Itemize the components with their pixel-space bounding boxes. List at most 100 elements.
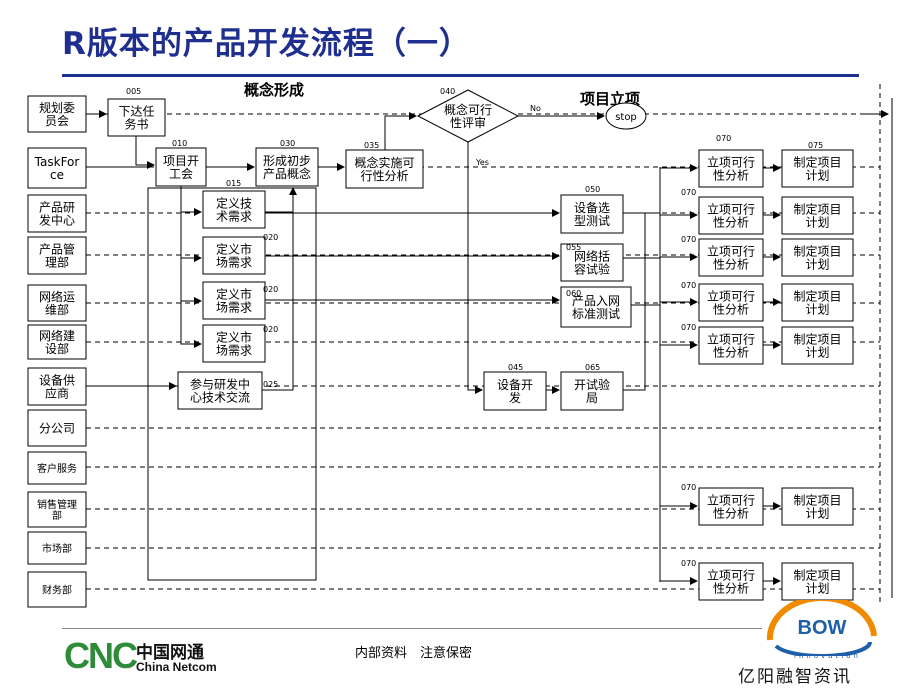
feasibility-box-1-label: 立项可行	[707, 201, 755, 216]
step-020-4-label: 定义市	[216, 286, 252, 301]
step-code-10: 050	[585, 185, 600, 194]
feasibility-box-2-label: 性分析	[713, 258, 749, 272]
lane-label-0-label: 员会	[45, 114, 69, 128]
feasibility-box-4-label: 立项可行	[707, 331, 755, 346]
conn-040-045	[467, 142, 483, 394]
page-title: R版本的产品开发流程（一）	[62, 26, 471, 62]
plan-box-4-label: 计划	[805, 346, 829, 360]
lane-label-8-label: 客户服务	[37, 462, 77, 475]
step-055-11-label: 网络括	[574, 248, 610, 263]
plan-box-2-label: 计划	[805, 258, 829, 272]
bow-logo-mark: BOW	[798, 617, 847, 639]
step-005-0	[107, 98, 166, 137]
plan-box-0	[781, 149, 854, 188]
cnc-logo-cn: 中国网通	[136, 643, 204, 663]
step-code-11: 055	[566, 243, 581, 252]
feasibility-code-3: 070	[681, 281, 696, 290]
decision-040	[416, 89, 520, 143]
step-020-5-label: 定义市	[216, 329, 252, 344]
title-underline	[62, 74, 859, 77]
plan-box-1	[781, 196, 854, 235]
feasibility-box-3-label: 性分析	[713, 303, 749, 317]
lane-label-1-label: ce	[50, 168, 64, 182]
decision-yes-label: Yes	[475, 158, 489, 167]
feasibility-box-6	[698, 562, 764, 601]
step-025-6	[177, 371, 263, 410]
plan-box-1-label: 制定项目	[793, 201, 841, 216]
cnc-logo-en: China Netcom	[136, 660, 217, 674]
feasibility-box-4-label: 性分析	[713, 346, 749, 360]
plan-box-4	[781, 326, 854, 365]
conn-005-010	[135, 136, 155, 169]
concept-phase-label: 概念形成	[244, 81, 304, 99]
step-code-8: 035	[364, 141, 379, 150]
plan-box-0-label: 计划	[805, 169, 829, 183]
decision-040-label: 性评审	[450, 115, 486, 130]
bow-logo: BOW innovation 亿阳融智资讯	[734, 600, 894, 687]
footer-confidential: 内部资料 注意保密	[355, 646, 473, 661]
step-015-2-label: 定义技	[216, 195, 252, 210]
lane-label-7-label: 分公司	[39, 422, 75, 436]
step-050-10-label: 设备选	[574, 201, 610, 215]
step-code-12: 060	[566, 289, 581, 298]
feasibility-code-4: 070	[681, 323, 696, 332]
lane-label-7	[27, 409, 87, 447]
feasibility-box-2	[698, 238, 764, 277]
step-005-0-label: 下达任	[118, 104, 154, 118]
lane-label-0-label: 规划委	[39, 100, 75, 115]
lane-label-6-label: 应商	[45, 386, 69, 401]
lane-label-4	[27, 284, 87, 322]
step-code-2: 015	[226, 179, 241, 188]
plan-box-0-label: 制定项目	[793, 154, 841, 169]
step-030-7	[255, 147, 319, 187]
lane-label-5-label: 网络建	[39, 328, 75, 343]
step-020-3	[202, 236, 266, 275]
plan-box-2-label: 制定项目	[793, 243, 841, 258]
step-060-12	[560, 286, 632, 328]
step-020-3-label: 场需求	[216, 256, 252, 270]
stop-label: stop	[615, 112, 637, 123]
feasibility-box-3-label: 立项可行	[707, 288, 755, 303]
step-015-2-label: 术需求	[216, 210, 252, 224]
lane-label-10	[27, 531, 87, 565]
feasibility-code-1: 070	[681, 188, 696, 197]
decision-code: 040	[440, 87, 455, 96]
feasibility-box-1	[698, 196, 764, 235]
lane-label-2	[27, 194, 87, 233]
cnc-logo: CNC 中国网通 China Netcom	[64, 636, 264, 680]
step-020-5	[202, 324, 266, 363]
lane-label-9-label: 部	[52, 509, 62, 522]
footer-divider	[62, 628, 762, 629]
lane-label-2-label: 产品研	[39, 200, 75, 214]
lane-label-9	[27, 491, 87, 528]
feasibility-box-0-label: 立项可行	[707, 154, 755, 169]
feasibility-box-6-label: 性分析	[713, 582, 749, 596]
decision-no-label: No	[530, 104, 541, 113]
feasibility-box-5	[698, 487, 764, 526]
step-065-13	[560, 371, 624, 411]
feasibility-code-2: 070	[681, 235, 696, 244]
lane-label-10-label: 市场部	[42, 542, 72, 555]
step-060-12-label: 产品入网	[572, 294, 620, 308]
lane-label-11	[27, 571, 87, 608]
plan-code-0: 075	[808, 141, 823, 150]
step-055-11-label: 容试验	[574, 262, 610, 277]
feasibility-box-1-label: 性分析	[713, 216, 749, 230]
step-code-6: 025	[263, 380, 278, 389]
step-035-8-label: 概念实施可	[354, 155, 414, 170]
stop-terminal	[605, 102, 647, 130]
plan-box-5-label: 制定项目	[793, 492, 841, 507]
lane-label-9-label: 销售管理	[37, 498, 77, 511]
lane-label-8	[27, 451, 87, 485]
step-020-3-label: 定义市	[216, 241, 252, 256]
lane-label-1-label: TaskFor	[34, 155, 80, 169]
conn-015-030	[265, 187, 297, 213]
step-065-13-label: 开试验	[574, 377, 610, 392]
plan-box-1-label: 计划	[805, 216, 829, 230]
decision-040-label: 概念可行	[444, 102, 492, 117]
step-020-4	[202, 281, 266, 320]
feasibility-box-0-label: 性分析	[713, 169, 749, 183]
lane-label-3-label: 产品管	[39, 241, 75, 256]
step-020-5-label: 场需求	[216, 344, 252, 358]
conn-065-out	[623, 213, 646, 391]
